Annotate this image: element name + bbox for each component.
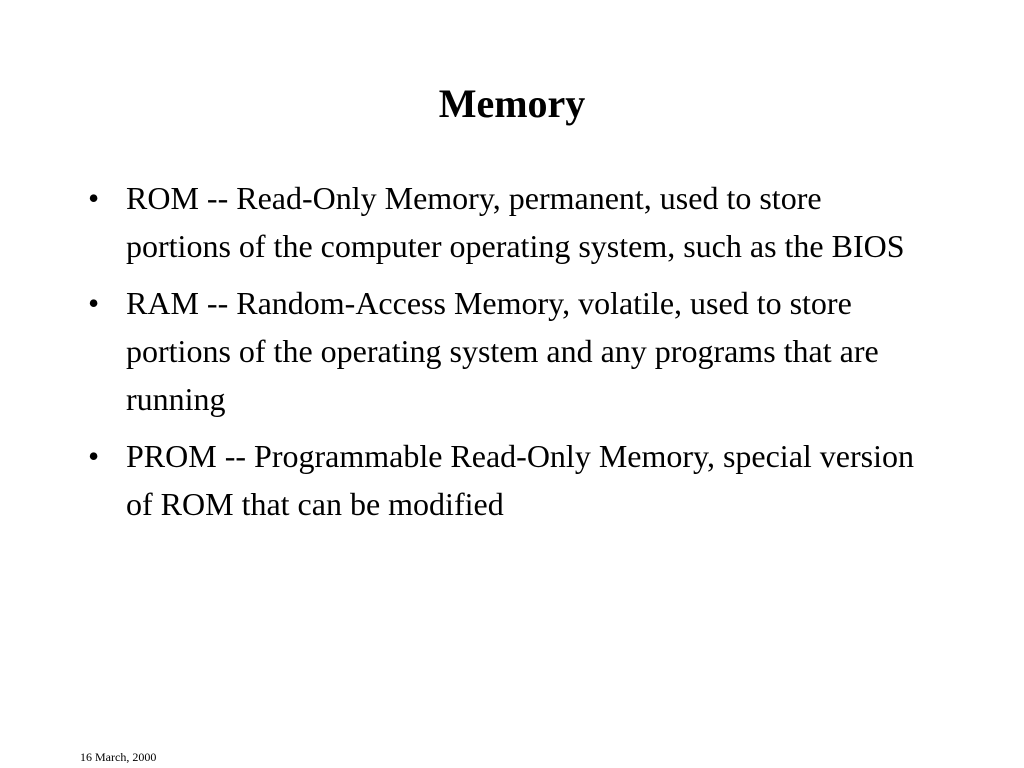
footer-date: 16 March, 2000 (80, 750, 157, 764)
bullet-marker: • (88, 285, 100, 321)
bullet-marker: • (88, 438, 100, 474)
bullet-text: RAM -- Random-Access Memory, volatile, u… (126, 285, 879, 417)
bullet-item-rom: • ROM -- Read-Only Memory, permanent, us… (88, 174, 928, 270)
bullet-item-prom: • PROM -- Programmable Read-Only Memory,… (88, 432, 928, 528)
bullet-text: PROM -- Programmable Read-Only Memory, s… (126, 438, 914, 522)
bullet-list: • ROM -- Read-Only Memory, permanent, us… (88, 174, 928, 537)
slide-title: Memory (438, 81, 586, 126)
bullet-marker: • (88, 180, 100, 216)
bullet-item-ram: • RAM -- Random-Access Memory, volatile,… (88, 279, 928, 423)
bullet-text: ROM -- Read-Only Memory, permanent, used… (126, 180, 905, 264)
